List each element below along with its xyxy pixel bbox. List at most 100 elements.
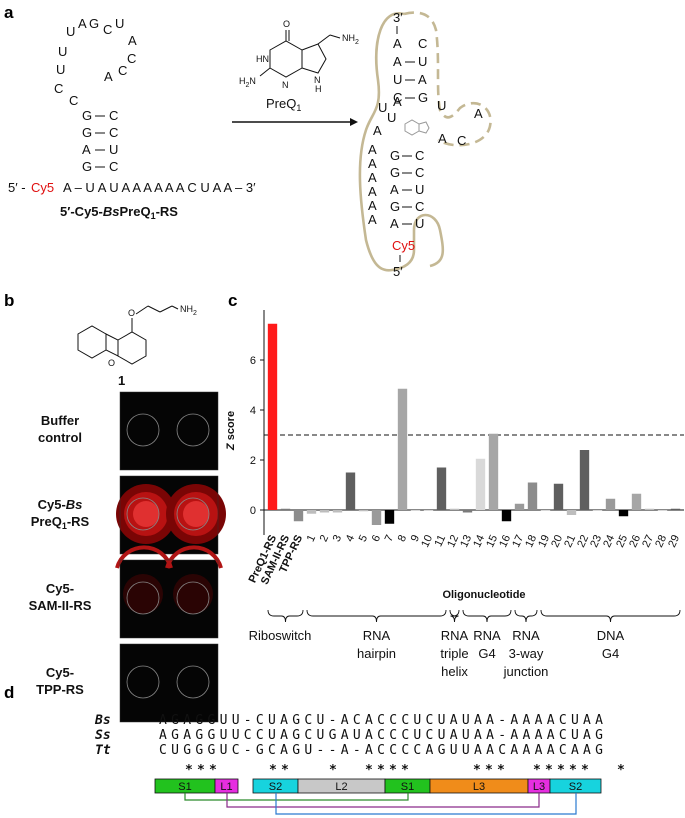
x-tick-label: 12 bbox=[445, 533, 461, 549]
panel-a-letter: a bbox=[4, 3, 14, 22]
bar bbox=[540, 510, 551, 511]
y-axis-label: Z score bbox=[225, 411, 237, 451]
bar bbox=[644, 508, 655, 510]
panel-b-letter: b bbox=[4, 291, 14, 310]
ligand-h: H bbox=[315, 84, 322, 94]
x-tick-label: 2 bbox=[318, 533, 331, 544]
bar bbox=[501, 510, 512, 522]
ligand-hn: HN bbox=[256, 54, 269, 64]
conserved-star: * bbox=[377, 763, 385, 778]
plate-row: Cy5-BsPreQ1-RS bbox=[31, 475, 226, 555]
ligand-n: N bbox=[282, 80, 289, 90]
bar bbox=[332, 510, 343, 513]
plate-row: Cy5-TPP-RS bbox=[36, 643, 219, 723]
conserved-star: * bbox=[185, 763, 193, 778]
microarray-images: BuffercontrolCy5-BsPreQ1-RSCy5-SAM-II-RS… bbox=[29, 391, 226, 723]
category-label: RNA bbox=[363, 628, 391, 643]
ligand-oxygen: O bbox=[283, 19, 290, 29]
helix-bottom-right: C bbox=[415, 148, 424, 163]
plate-border bbox=[119, 391, 219, 471]
y-tick-label: 4 bbox=[250, 405, 256, 417]
category-bracket bbox=[267, 609, 304, 623]
spot-outline bbox=[126, 581, 160, 615]
category-label: hairpin bbox=[357, 646, 396, 661]
a-tract-nucleotide: A bbox=[368, 142, 377, 157]
helix-bottom-right: U bbox=[415, 182, 424, 197]
conserved-star: * bbox=[365, 763, 373, 778]
loop-nucleotide: A bbox=[438, 131, 447, 146]
helix-top-left: U bbox=[393, 72, 402, 87]
bar bbox=[397, 388, 408, 510]
loop-nucleotide: C bbox=[54, 81, 63, 96]
helix-bottom-left: A bbox=[390, 216, 399, 231]
x-tick-label: 6 bbox=[370, 533, 383, 544]
a-tract-nucleotide: U bbox=[378, 100, 387, 115]
structure-block-label: L3 bbox=[533, 781, 545, 793]
stem-nucleotide-left: A bbox=[82, 142, 91, 157]
loop-nucleotide: C bbox=[118, 63, 127, 78]
x-tick-label: 9 bbox=[409, 533, 422, 544]
bound-ligand-icon bbox=[404, 119, 430, 136]
structure-block-label: S2 bbox=[569, 781, 582, 793]
conserved-star: * bbox=[485, 763, 493, 778]
helix-top-right: G bbox=[418, 90, 428, 105]
row-label: Cy5- bbox=[46, 665, 74, 680]
a-tract-nucleotide: A bbox=[368, 212, 377, 227]
y-tick-label: 2 bbox=[250, 455, 256, 467]
conserved-star: * bbox=[389, 763, 397, 778]
x-tick-label: 23 bbox=[588, 533, 604, 549]
bar bbox=[553, 483, 564, 510]
conserved-star: * bbox=[473, 763, 481, 778]
helix-top-right: A bbox=[418, 72, 427, 87]
x-tick-label: 24 bbox=[601, 533, 617, 549]
stem-nucleotide-left: G bbox=[82, 159, 92, 174]
x-tick-label: 15 bbox=[484, 533, 500, 549]
panel-c-letter: c bbox=[228, 291, 237, 310]
bar bbox=[462, 510, 473, 513]
bar bbox=[345, 472, 356, 510]
structure-block-label: L2 bbox=[335, 781, 347, 793]
category-label: RNA bbox=[512, 628, 540, 643]
spot-outline bbox=[176, 581, 210, 615]
x-tick-label: 29 bbox=[666, 533, 682, 549]
row-label: SAM-II-RS bbox=[29, 598, 92, 613]
a-tract-nucleotide: A bbox=[368, 184, 377, 199]
x-tick-label: 25 bbox=[614, 533, 630, 549]
bar bbox=[293, 510, 304, 522]
species-name: Bs bbox=[94, 713, 111, 728]
helix-top-right: U bbox=[418, 54, 427, 69]
helix-bottom-left: G bbox=[390, 199, 400, 214]
x-tick-label: 26 bbox=[627, 533, 643, 549]
bar bbox=[267, 323, 278, 510]
loop-nucleotide: C bbox=[103, 22, 112, 37]
loop-nucleotide: C bbox=[457, 133, 466, 148]
pairing-link-s2 bbox=[275, 793, 577, 815]
bar bbox=[306, 510, 317, 514]
category-label: G4 bbox=[478, 646, 495, 661]
bar bbox=[592, 510, 603, 511]
bar bbox=[631, 493, 642, 510]
stem-nucleotide-right: U bbox=[109, 142, 118, 157]
spot-outline bbox=[176, 665, 210, 699]
bar bbox=[371, 510, 382, 525]
helix-bottom-right: U bbox=[415, 216, 424, 231]
helix-bottom-left: G bbox=[390, 165, 400, 180]
loop-nucleotide: U bbox=[58, 44, 67, 59]
pairing-link-l1-l3 bbox=[226, 793, 540, 808]
bar bbox=[449, 508, 460, 510]
x-tick-label: 22 bbox=[575, 533, 591, 549]
a-tract-nucleotide: A bbox=[368, 156, 377, 171]
amine-label: NH2 bbox=[180, 304, 197, 317]
row-label: Buffer bbox=[41, 413, 79, 428]
category-bracket bbox=[514, 609, 538, 623]
structure-block-label: S1 bbox=[178, 781, 191, 793]
spot-outline bbox=[126, 665, 160, 699]
helix-top-right: C bbox=[418, 36, 427, 51]
conserved-star: * bbox=[533, 763, 541, 778]
spot-core bbox=[133, 501, 159, 527]
helix-bottom-right: C bbox=[415, 199, 424, 214]
